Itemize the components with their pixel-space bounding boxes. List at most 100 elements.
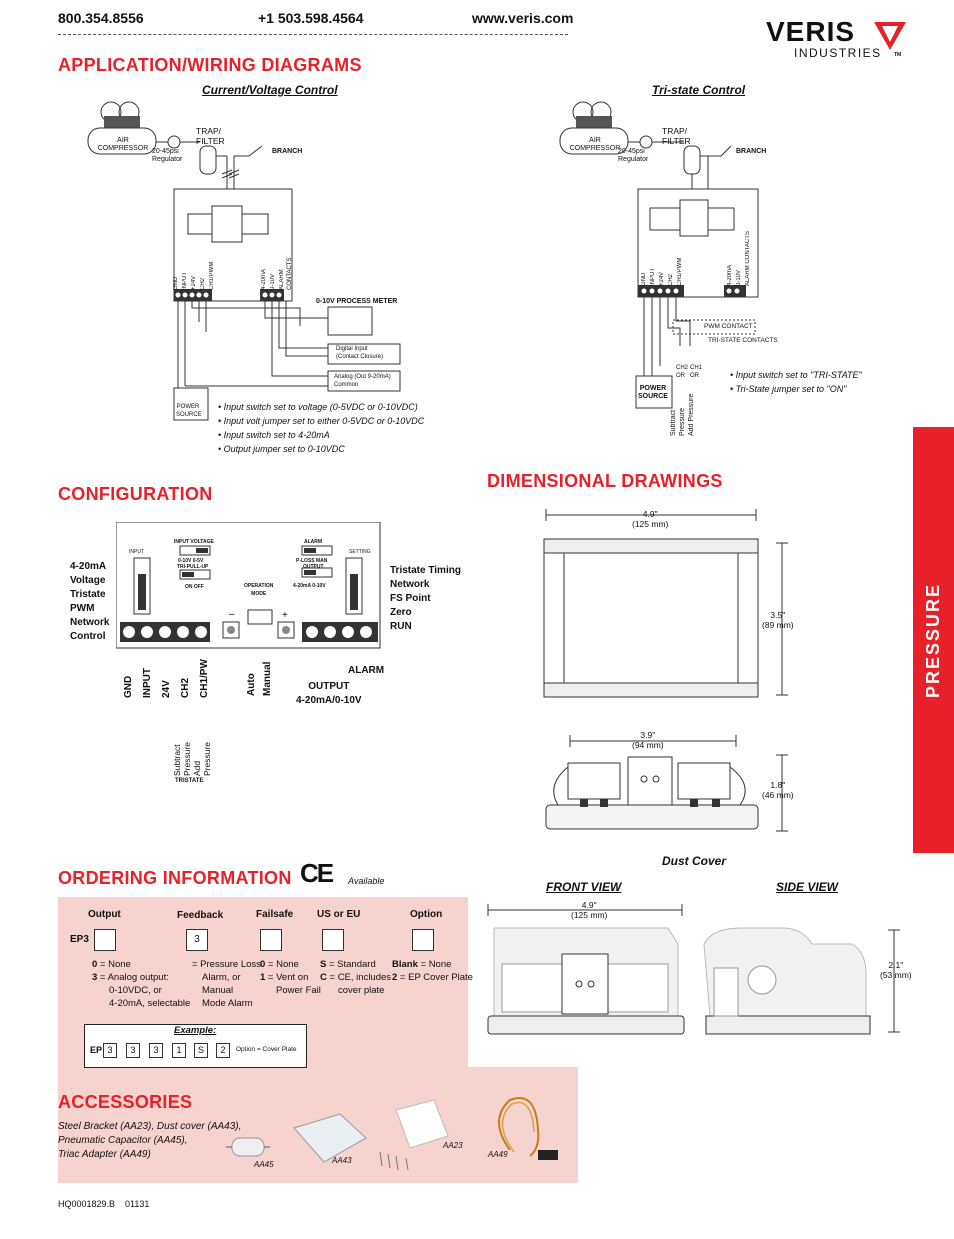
ord-opts-failsafe: 0 = None 1 = Vent on Power Fail bbox=[260, 959, 321, 996]
cfg-setting: SETTING bbox=[349, 549, 371, 555]
config-left-list: 4-20mA Voltage Tristate PWM Network Cont… bbox=[70, 561, 110, 642]
config-title: CONFIGURATION bbox=[58, 484, 213, 504]
dim-top-width: 4.9" (125 mm) bbox=[632, 509, 669, 529]
cfg-input: INPUT bbox=[129, 549, 144, 555]
cfg-tristate-label: TRISTATE bbox=[175, 778, 204, 784]
ord-opts-feedback: = Pressure Loss Alarm, or Manual Mode Al… bbox=[192, 959, 261, 1009]
example-label: Example: bbox=[174, 1025, 217, 1036]
ord-box-feedback[interactable]: 3 bbox=[186, 929, 208, 951]
wr-trap: TRAP/ FILTER bbox=[662, 126, 691, 146]
wr-tristate: TRI-STATE CONTACTS bbox=[708, 337, 778, 344]
cfg-tristate-vert: Subtract Pressure Add Pressure bbox=[172, 741, 212, 776]
config-board bbox=[116, 522, 381, 649]
wl-terminals-left: GND INPUT +24V CH2 CH1/PWM bbox=[173, 261, 215, 290]
section-tab-label: PRESSURE bbox=[923, 582, 943, 698]
cfg-alarm: ALARM bbox=[304, 539, 323, 545]
dim-front-width: 4.9" (125 mm) bbox=[571, 900, 608, 920]
wiring-right-diagram bbox=[559, 101, 759, 409]
dim-top-height: 3.5" (89 mm) bbox=[762, 610, 794, 630]
wr-terminals-left: GND INPUT +24V CH2 CH1/PWM bbox=[641, 257, 683, 286]
ord-head-region: US or EU bbox=[317, 909, 361, 920]
wl-trap: TRAP/ FILTER bbox=[196, 126, 225, 146]
wl-compressor: AIR COMPRESSOR bbox=[97, 137, 149, 152]
wiring-right-caption: Tri-state Control bbox=[652, 83, 746, 97]
example-code: 1 bbox=[172, 1043, 186, 1058]
cfg-tri-pullup: TRI-PULL-UP bbox=[177, 564, 209, 570]
wl-branch: BRANCH bbox=[272, 148, 303, 155]
header-rule bbox=[58, 34, 568, 35]
front-view-caption: FRONT VIEW bbox=[546, 880, 622, 894]
footer-doc-id: HQ0001829.B 01131 bbox=[58, 1199, 150, 1209]
wr-ch2: CH2 OR bbox=[676, 365, 689, 379]
acc-aa43: AA43 bbox=[332, 1156, 352, 1165]
accessories-list: Steel Bracket (AA23), Dust cover (AA43),… bbox=[58, 1121, 242, 1160]
wiring-title: APPLICATION/WIRING DIAGRAMS bbox=[58, 55, 362, 75]
wr-terminals-right: 4-20mA 0-10V ALARM CONTACTS bbox=[727, 231, 751, 286]
wiring-left-caption: Current/Voltage Control bbox=[202, 83, 338, 97]
dimensions-title: DIMENSIONAL DRAWINGS bbox=[487, 471, 723, 491]
dim-side-width: 3.9" (94 mm) bbox=[632, 730, 664, 750]
logo-mark-icon bbox=[874, 22, 906, 50]
cfg-ploss: P-LOSS MAN bbox=[296, 558, 328, 564]
config-right-list: Tristate Timing Network FS Point Zero RU… bbox=[390, 565, 461, 632]
ord-head-output: Output bbox=[88, 909, 121, 920]
side-view-caption: SIDE VIEW bbox=[776, 880, 839, 894]
dim-side-height2: 2.1" (53 mm) bbox=[880, 960, 912, 980]
phone-2: +1 503.598.4564 bbox=[258, 10, 364, 26]
cfg-input-voltage: INPUT VOLTAGE bbox=[174, 539, 214, 545]
acc-aa45: AA45 bbox=[254, 1160, 274, 1169]
ordering-title: ORDERING INFORMATION bbox=[58, 868, 292, 888]
wl-terminals-right: 4-20mA 0-10V ALARM CONTACTS bbox=[261, 257, 293, 290]
dust-cover-caption: Dust Cover bbox=[662, 854, 727, 868]
wl-note-3: • Input switch set to 4-20mA bbox=[218, 430, 330, 440]
cfg-op-mode: OPERATION MODE bbox=[244, 583, 274, 597]
logo-sub: INDUSTRIES bbox=[794, 46, 882, 60]
dimension-drawings bbox=[543, 509, 788, 832]
wr-note-2: • Tri-State jumper set to "ON" bbox=[730, 384, 847, 394]
ord-box-region[interactable] bbox=[322, 929, 344, 951]
website: www.veris.com bbox=[472, 10, 574, 26]
cfg-plus: + bbox=[282, 610, 288, 621]
dust-cover-drawings bbox=[487, 904, 900, 1035]
wl-note-2: • Input volt jumper set to either 0-5VDC… bbox=[218, 416, 425, 426]
wr-branch: BRANCH bbox=[736, 148, 767, 155]
cfg-auto-manual: Auto Manual bbox=[246, 661, 273, 696]
wr-compressor: AIR COMPRESSOR bbox=[569, 137, 621, 152]
example-note: Option = Cover Plate bbox=[236, 1046, 297, 1053]
wl-digital: Digital Input (Contact Closure) bbox=[336, 346, 384, 360]
wl-regulator: 20-45psi Regulator bbox=[152, 148, 183, 163]
cfg-minus: – bbox=[229, 609, 235, 620]
phone-1: 800.354.8556 bbox=[58, 10, 144, 26]
example-code: 3 bbox=[103, 1043, 117, 1058]
ord-box-output[interactable] bbox=[94, 929, 116, 951]
wr-ch1: CH1 OR bbox=[690, 365, 703, 379]
wl-analog: Analog (Out 9-20mA) Common bbox=[334, 374, 391, 388]
cfg-v-opts: 0-10V 0-5V bbox=[178, 558, 204, 564]
cfg-output-label: OUTPUT 4-20mA/0-10V bbox=[296, 681, 362, 706]
acc-aa49: AA49 bbox=[488, 1150, 508, 1159]
ce-mark-icon: CE bbox=[300, 858, 334, 888]
wr-vert-labels: Subtract Pressure Add Pressure bbox=[670, 393, 695, 436]
ord-head-feedback: Feedback bbox=[177, 910, 224, 921]
ord-opts-output: 0 = None 3 = Analog output: 0-10VDC, or … bbox=[92, 959, 191, 1009]
ord-prefix: EP3 bbox=[70, 934, 89, 945]
veris-logo: VERIS INDUSTRIES TM bbox=[762, 14, 912, 62]
accessories-title: ACCESSORIES bbox=[58, 1092, 193, 1112]
wr-power: POWER SOURCE bbox=[638, 385, 668, 400]
wr-note-1: • Input switch set to "TRI-STATE" bbox=[730, 370, 862, 380]
acc-aa23: AA23 bbox=[443, 1141, 463, 1150]
logo-word: VERIS bbox=[766, 16, 856, 47]
cfg-alarm-label: ALARM bbox=[348, 665, 385, 676]
ord-head-failsafe: Failsafe bbox=[256, 909, 294, 920]
ord-box-failsafe[interactable] bbox=[260, 929, 282, 951]
example-code: 3 bbox=[126, 1043, 140, 1058]
ce-available: Available bbox=[348, 876, 385, 886]
wl-power: POWER SOURCE bbox=[176, 404, 202, 418]
example-code: 3 bbox=[149, 1043, 163, 1058]
cfg-output: OUTPUT bbox=[303, 564, 324, 570]
ord-box-option[interactable] bbox=[412, 929, 434, 951]
ord-opts-region: S = Standard C = CE, includes cover plat… bbox=[320, 959, 392, 996]
ord-head-option: Option bbox=[410, 909, 443, 920]
dim-side-height: 1.8" (46 mm) bbox=[762, 780, 794, 800]
wl-note-1: • Input switch set to voltage (0-5VDC or… bbox=[218, 402, 418, 412]
